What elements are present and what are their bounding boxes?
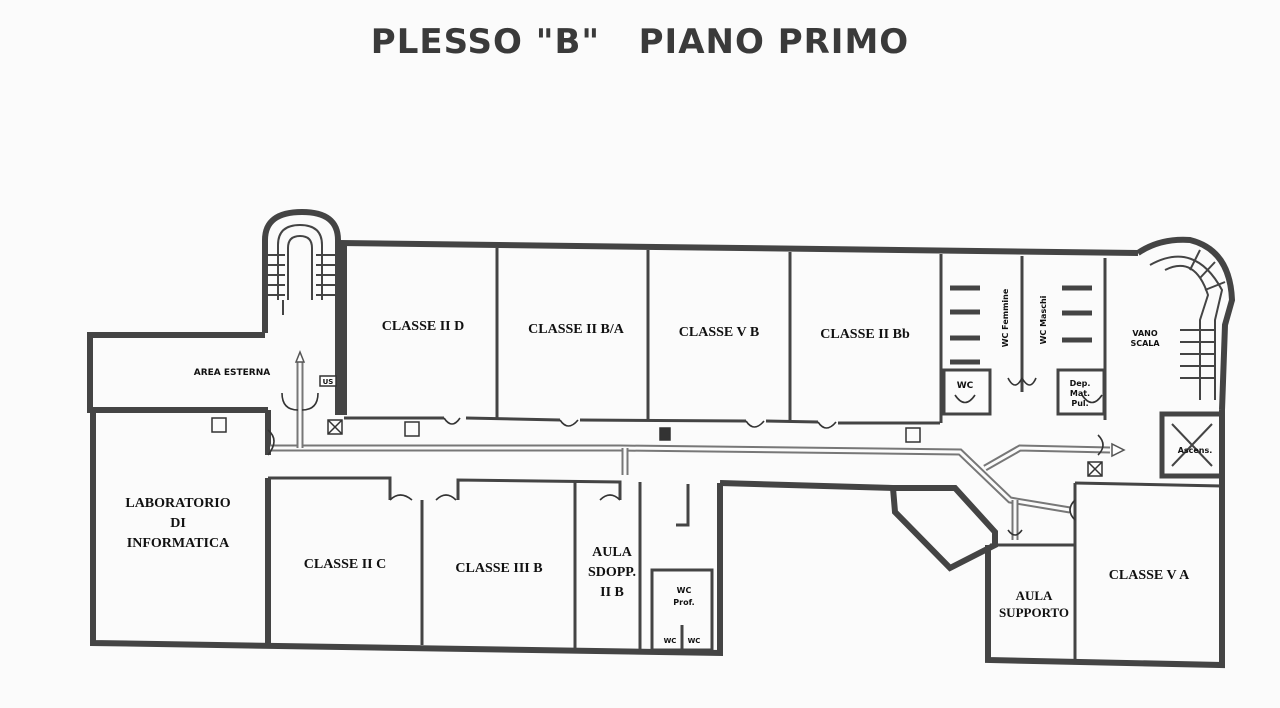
room-label-scala: SCALA [1130,339,1160,348]
room-label-wc-small-2: WC [688,637,701,645]
room-label-vano: VANO [1132,329,1158,338]
room-label-wc-prof-2: Prof. [673,598,694,607]
slanted-room [889,485,998,572]
top-wall [339,240,1139,256]
room-label-ascens: Ascens. [1178,446,1213,455]
room-label-wc-prof-1: WC [677,586,692,595]
outer-walls [87,208,1236,669]
room-label-classe-iiib: CLASSE III B [455,561,542,576]
right-stairs [1149,249,1226,400]
room-label-wc: WC [957,381,974,391]
room-label-classe-iiba: CLASSE II B/A [528,322,625,337]
room-label-aula-supporto-1: AULA [1016,588,1053,603]
room-label-wc-femmine: WC Femmine [1001,288,1010,347]
right-bottom-wall [985,410,1225,669]
courtyard-top [719,480,894,491]
us-label: US [323,378,334,386]
doors [267,377,1104,536]
room-label-classe-vb: CLASSE V B [679,325,759,340]
room-label-dep-2: Mat. [1070,389,1090,398]
top-rooms [344,248,1107,425]
fixtures [211,375,1103,477]
room-label-wc-small-1: WC [664,637,677,645]
room-label-aula-sdopp-1: AULA [592,545,633,560]
room-label-aula-sdopp-2: SDOPP. [588,565,636,580]
left-stair-tower [262,208,341,415]
room-label-aula-sdopp-3: II B [600,585,624,600]
room-label-area-esterna: AREA ESTERNA [194,368,271,378]
room-label-aula-supporto-2: SUPPORTO [999,605,1069,620]
room-label-wc-maschi: WC Maschi [1039,295,1048,344]
plan-title: PLESSO "B" PIANO PRIMO [370,22,910,62]
room-label-classe-iic: CLASSE II C [304,557,386,572]
room-label-lab-2: DI [170,516,186,531]
room-label-lab-3: INFORMATICA [127,536,230,551]
room-label-classe-iibb: CLASSE II Bb [820,327,910,342]
room-label-dep-1: Dep. [1070,379,1091,388]
left-stairs [268,223,335,315]
area-esterna-wall [87,332,268,413]
corridor-route [270,349,1126,540]
room-label-classe-iid: CLASSE II D [382,319,464,334]
bottom-rooms [265,411,1225,660]
bottom-left-wall [90,410,723,657]
room-label-lab-1: LABORATORIO [125,496,230,511]
room-label-dep-3: Pul. [1071,399,1088,408]
right-stair-tower [1136,236,1236,411]
room-label-classe-va: CLASSE V A [1109,568,1190,583]
